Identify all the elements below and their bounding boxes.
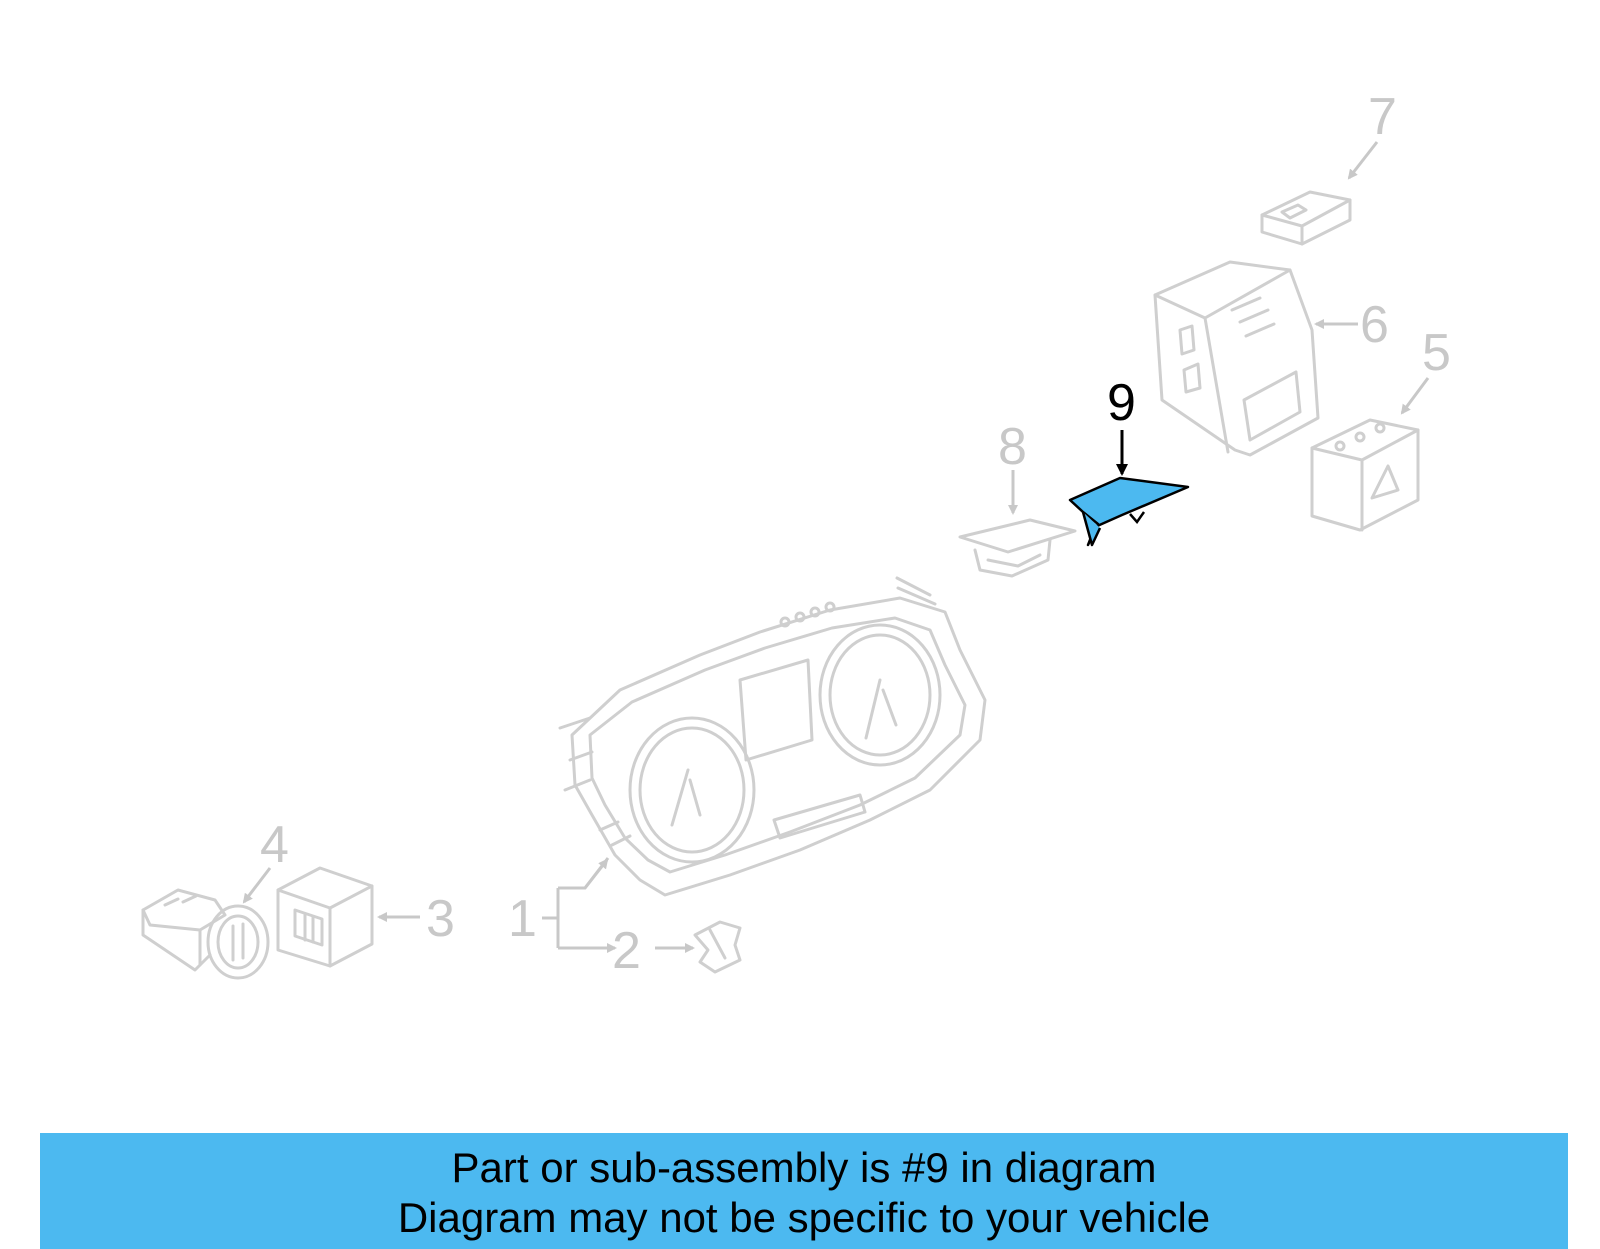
info-banner: Part or sub-assembly is #9 in diagram Di… bbox=[40, 1133, 1568, 1249]
callout-1: 1 bbox=[508, 890, 537, 948]
leader-line-5 bbox=[1400, 377, 1430, 415]
callout-8: 8 bbox=[998, 418, 1027, 476]
leader-line-4 bbox=[242, 867, 272, 904]
switch-part-3 bbox=[276, 866, 374, 968]
leader-line-1 bbox=[542, 857, 615, 948]
bezel-part-8 bbox=[958, 518, 1077, 578]
banner-line-2: Diagram may not be specific to your vehi… bbox=[397, 1194, 1211, 1241]
switch-part-7 bbox=[1260, 190, 1352, 246]
clip-part bbox=[693, 920, 742, 974]
callout-5: 5 bbox=[1422, 324, 1451, 382]
light-switch-part-4 bbox=[141, 888, 270, 980]
switch-panel-part-6 bbox=[1153, 260, 1320, 457]
callout-6: 6 bbox=[1360, 296, 1389, 354]
instrument-cluster-part bbox=[558, 576, 987, 897]
leader-line-1b bbox=[583, 858, 609, 889]
callout-2: 2 bbox=[612, 922, 641, 980]
callout-7: 7 bbox=[1368, 88, 1397, 146]
banner-line-1: Part or sub-assembly is #9 in diagram bbox=[451, 1144, 1157, 1191]
hazard-switch-part-5 bbox=[1310, 418, 1420, 532]
leader-line-7 bbox=[1347, 141, 1379, 180]
highlighted-part-9 bbox=[1068, 476, 1190, 547]
callout-9: 9 bbox=[1107, 374, 1136, 432]
callout-3: 3 bbox=[426, 890, 455, 948]
callout-4: 4 bbox=[260, 816, 289, 874]
